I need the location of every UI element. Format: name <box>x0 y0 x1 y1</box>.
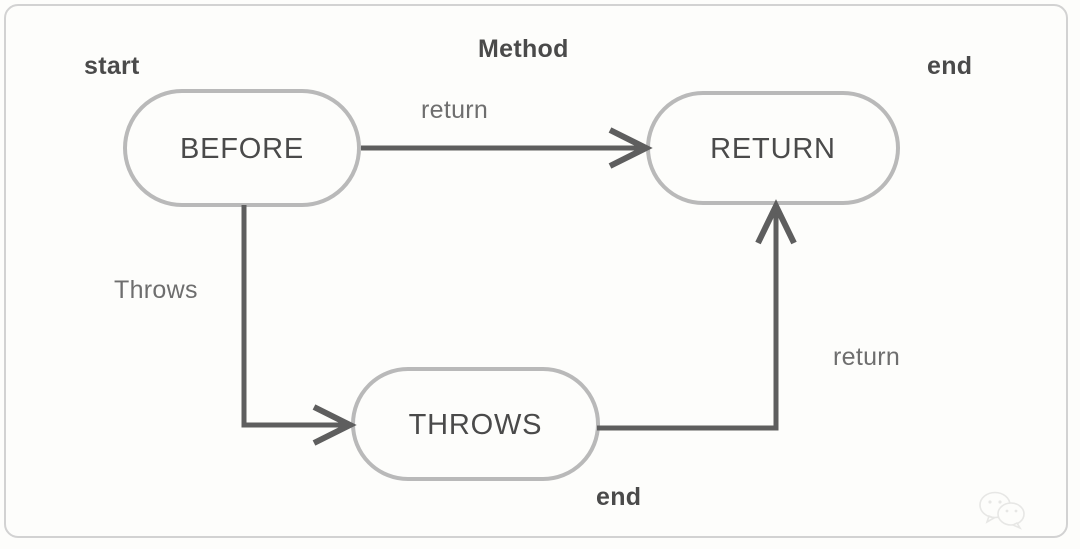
edge-label-before-to-return: return <box>421 96 489 124</box>
start-marker-label: start <box>84 52 140 80</box>
node-label-return: RETURN <box>710 133 836 165</box>
edge-line-throws-to-return <box>597 210 779 431</box>
node-label-throws: THROWS <box>408 409 543 441</box>
wechat-logo-icon <box>979 491 1025 530</box>
end-marker-label-return: end <box>927 52 973 80</box>
edge-arrowhead-before-to-throws <box>312 404 357 446</box>
diagram-title: Method <box>478 35 569 63</box>
node-label-before: BEFORE <box>179 133 305 165</box>
edge-line-before-to-throws <box>241 205 345 428</box>
edge-arrowhead-before-to-return <box>608 127 653 169</box>
edge-arrowhead-throws-to-return <box>755 199 797 245</box>
edge-label-throws-to-return: return <box>833 343 901 371</box>
edge-label-before-to-throws: Throws <box>114 276 198 304</box>
end-marker-label-throws: end <box>596 483 642 511</box>
